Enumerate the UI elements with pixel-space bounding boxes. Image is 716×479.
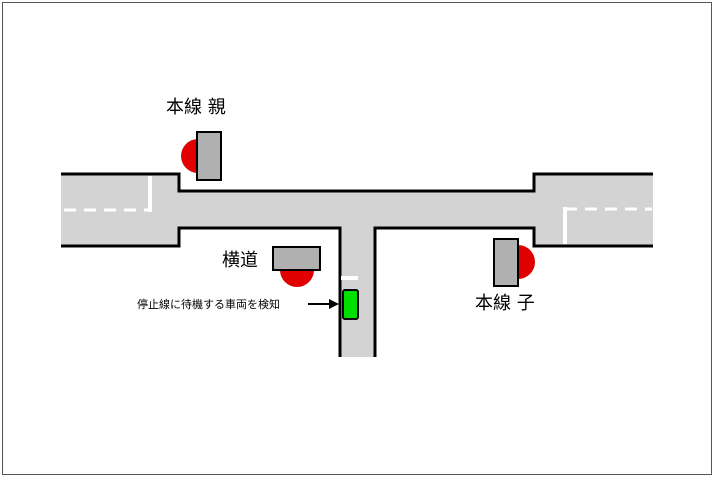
right-arrow-icon [308,299,339,309]
detector-note-label: 停止線に待機する車両を検知 [137,297,280,311]
road-edge-top [61,172,653,193]
vehicle-icon [342,289,359,320]
side-road-signal-housing [272,246,321,271]
side-road-label: 横道 [222,250,258,271]
road-edge-bottom-right [373,226,653,357]
road-edge-bottom-left [61,226,342,357]
main-child-label: 本線 子 [475,293,535,314]
main-parent-signal-icon [181,131,222,181]
road-surface [61,174,653,357]
main-child-signal-icon [493,238,535,287]
main-parent-signal-housing [196,131,222,181]
main-child-signal-housing [493,238,519,287]
side-road-signal-icon [272,246,321,287]
main-parent-label: 本線 親 [166,97,226,118]
